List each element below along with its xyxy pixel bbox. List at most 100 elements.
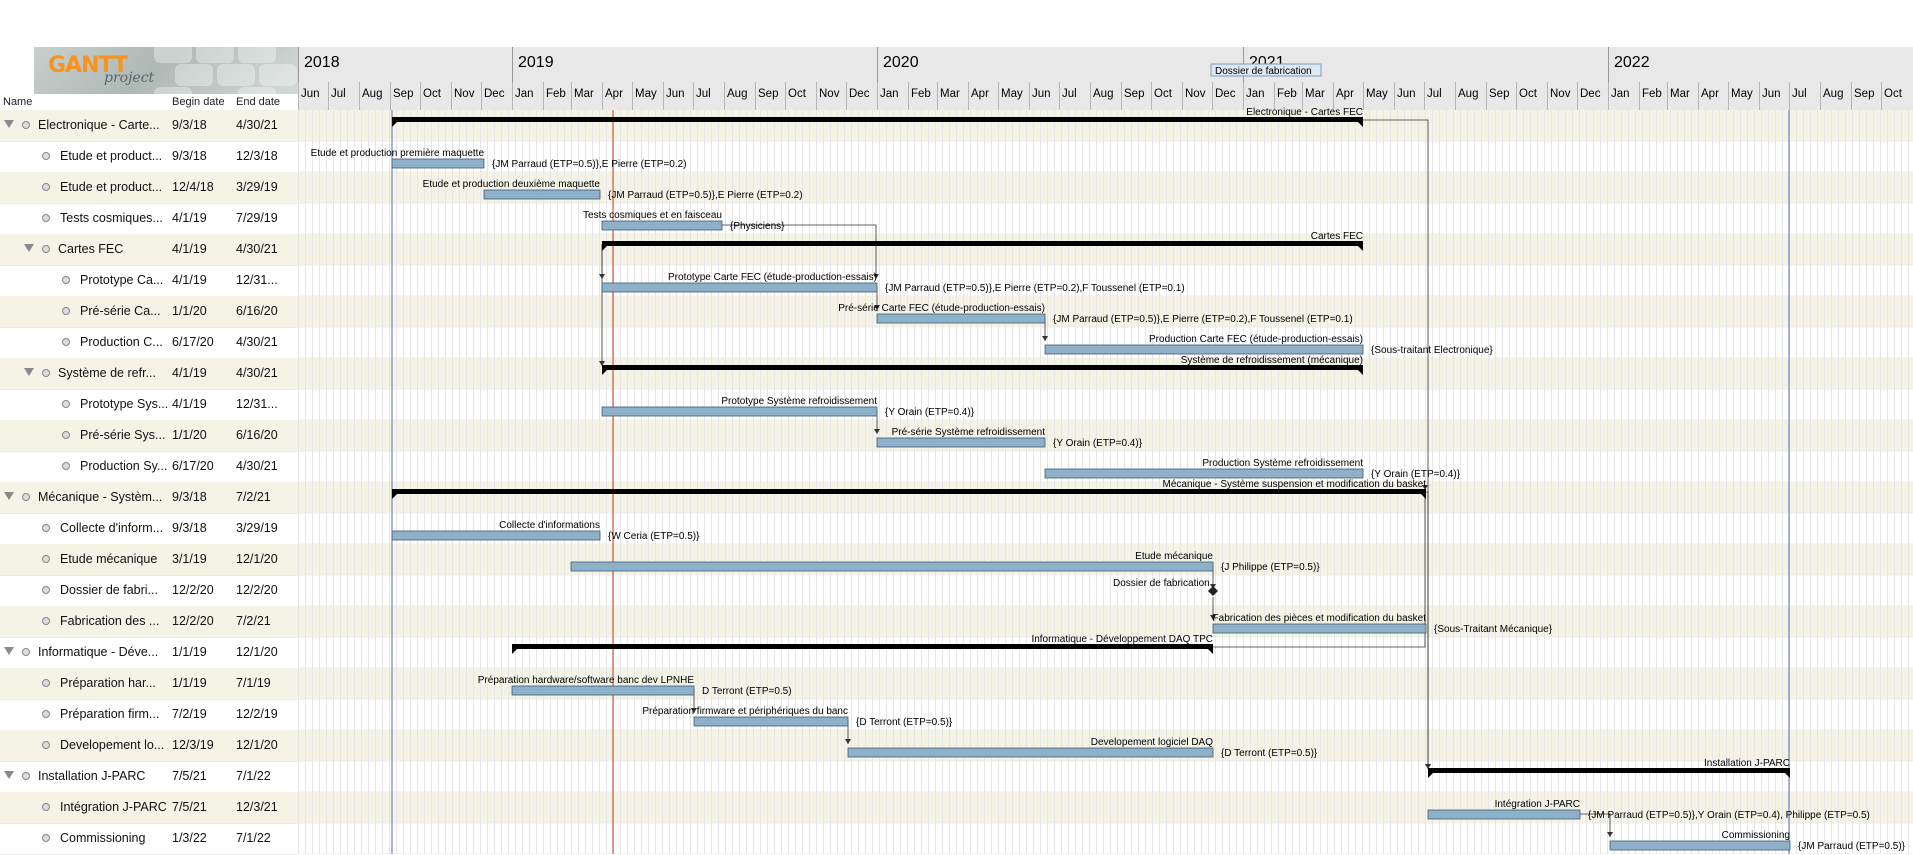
- task-bar[interactable]: [601, 220, 723, 231]
- task-bar-label: Fabrication des pièces et modification d…: [1213, 613, 1427, 624]
- summary-bar[interactable]: [512, 644, 1213, 649]
- resource-label: {Sous-traitant Electronique}: [1371, 345, 1493, 356]
- task-bar[interactable]: [601, 282, 878, 293]
- summary-bar-right-cap: [1358, 122, 1363, 127]
- task-bar[interactable]: [876, 437, 1046, 448]
- month-label: Dec: [484, 88, 505, 100]
- expand-toggle-icon[interactable]: [24, 368, 34, 376]
- month-label: Jun: [1762, 88, 1781, 100]
- month-label: Aug: [1093, 88, 1113, 100]
- task-end-date: 12/2/19: [236, 707, 278, 721]
- summary-bar-right-cap: [1785, 773, 1790, 778]
- expand-toggle-icon[interactable]: [4, 647, 14, 655]
- task-name: Pré-série Sys...: [80, 428, 166, 442]
- task-bar-label: Pré-série Système refroidissement: [892, 427, 1046, 438]
- task-bar[interactable]: [1044, 468, 1364, 479]
- task-bar[interactable]: [693, 716, 849, 727]
- task-bar[interactable]: [1212, 623, 1427, 634]
- resource-label: D Terront (ETP=0.5): [702, 686, 792, 697]
- month-label: Jul: [1792, 88, 1807, 100]
- task-bullet-icon: [22, 772, 30, 780]
- month-label: Jan: [880, 88, 899, 100]
- task-bullet-icon: [42, 214, 50, 222]
- expand-toggle-icon[interactable]: [4, 771, 14, 779]
- task-bar[interactable]: [391, 158, 485, 169]
- resource-label: {D Terront (ETP=0.5)}: [856, 717, 953, 728]
- task-bar-label: Etude et production deuxième maquette: [423, 179, 601, 190]
- expand-toggle-icon[interactable]: [4, 120, 14, 128]
- task-begin-date: 4/1/19: [172, 366, 207, 380]
- summary-bar-right-cap: [1358, 246, 1363, 251]
- task-bar[interactable]: [1427, 809, 1581, 820]
- task-begin-date: 1/1/20: [172, 428, 207, 442]
- month-label: Sep: [1489, 88, 1509, 100]
- task-bar-label: Production Carte FEC (étude-production-e…: [1149, 334, 1363, 345]
- month-label: Apr: [605, 88, 623, 100]
- column-header-name[interactable]: Name: [3, 96, 33, 108]
- task-bar[interactable]: [511, 685, 695, 696]
- task-begin-date: 3/1/19: [172, 552, 207, 566]
- summary-bar[interactable]: [1428, 768, 1790, 773]
- task-bar[interactable]: [847, 747, 1214, 758]
- column-header-end[interactable]: End date: [236, 96, 281, 108]
- summary-bar[interactable]: [602, 365, 1363, 370]
- task-bar[interactable]: [570, 561, 1214, 572]
- task-bar[interactable]: [1609, 840, 1791, 851]
- milestone-marker[interactable]: [1208, 586, 1218, 596]
- task-bullet-icon: [62, 431, 70, 439]
- summary-bar[interactable]: [392, 117, 1363, 122]
- expand-toggle-icon[interactable]: [4, 492, 14, 500]
- task-name: Commissioning: [60, 831, 146, 845]
- month-label: Sep: [393, 88, 413, 100]
- row-stripe: [298, 358, 1913, 389]
- task-bar[interactable]: [601, 406, 878, 417]
- task-bar[interactable]: [1044, 344, 1364, 355]
- expand-toggle-icon[interactable]: [24, 244, 34, 252]
- summary-bar-left-cap: [1428, 773, 1433, 778]
- task-bullet-icon: [42, 679, 50, 687]
- task-bar[interactable]: [876, 313, 1046, 324]
- summary-bar-right-cap: [1358, 370, 1363, 375]
- task-bullet-icon: [62, 400, 70, 408]
- task-bar-label: Etude et production première maquette: [311, 148, 485, 159]
- task-bar[interactable]: [391, 530, 601, 541]
- task-end-date: 12/1/20: [236, 738, 278, 752]
- month-label: Jan: [1246, 88, 1265, 100]
- summary-bar[interactable]: [392, 489, 1426, 494]
- summary-bar[interactable]: [602, 241, 1363, 246]
- task-name: Developement lo...: [60, 738, 165, 752]
- column-header-begin[interactable]: Begin date: [172, 96, 225, 108]
- month-label: Nov: [454, 88, 475, 100]
- task-bar[interactable]: [483, 189, 601, 200]
- month-label: Jan: [1611, 88, 1630, 100]
- month-label: May: [1001, 88, 1023, 100]
- year-label: 2018: [304, 54, 340, 71]
- task-name: Intégration J-PARC: [60, 800, 167, 814]
